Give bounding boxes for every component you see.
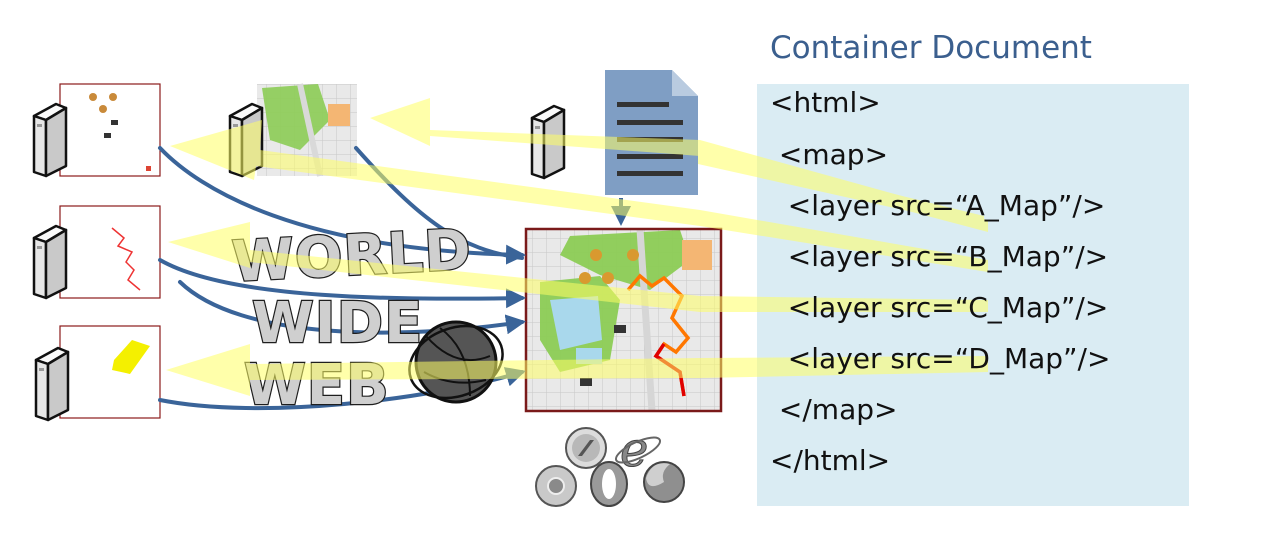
server-icon	[34, 346, 70, 422]
monkey-icon	[602, 272, 614, 284]
code-line-3: <layer src=“A_Map”/>	[770, 189, 1106, 222]
code-line-4: <layer src=“B_Map”/>	[770, 240, 1109, 273]
layer-panel-c	[59, 205, 161, 299]
code-box	[757, 84, 1189, 506]
monkey-icon	[579, 272, 591, 284]
server-icon	[32, 102, 68, 178]
monkey-icon	[627, 249, 639, 261]
server-b	[228, 83, 357, 178]
monkey-icon	[99, 105, 107, 113]
svg-text:e: e	[620, 422, 648, 478]
document-icon	[605, 70, 698, 195]
internet-explorer-icon: e	[614, 422, 662, 479]
layer-panel-d	[59, 325, 161, 419]
code-line-1: <html>	[770, 86, 881, 119]
highlight-arrows	[166, 98, 988, 396]
server-a	[32, 83, 161, 178]
www-line-2: WIDE	[252, 291, 423, 356]
composite-map	[524, 227, 723, 413]
server-d	[34, 325, 161, 422]
camera-icon	[580, 378, 592, 386]
monkey-icon	[109, 93, 117, 101]
camera-icon	[111, 120, 118, 125]
chrome-icon	[535, 465, 577, 507]
monkey-icon	[89, 93, 97, 101]
firefox-icon	[643, 461, 685, 503]
code-line-6: <layer src=“D_Map”/>	[770, 342, 1111, 375]
monkey-icon	[590, 249, 602, 261]
server-c	[32, 205, 161, 300]
safari-icon	[565, 427, 607, 469]
opera-icon	[590, 461, 628, 507]
code-line-7: </map>	[770, 393, 898, 426]
code-line-5: <layer src=“C_Map”/>	[770, 291, 1109, 324]
container-title: Container Document	[770, 30, 1092, 66]
code-line-8: </html>	[770, 444, 891, 477]
code-line-2: <map>	[770, 138, 889, 171]
server-icon	[32, 224, 68, 300]
camera-icon	[104, 133, 111, 138]
camera-icon	[614, 325, 626, 333]
browser-logos: e	[535, 422, 685, 507]
